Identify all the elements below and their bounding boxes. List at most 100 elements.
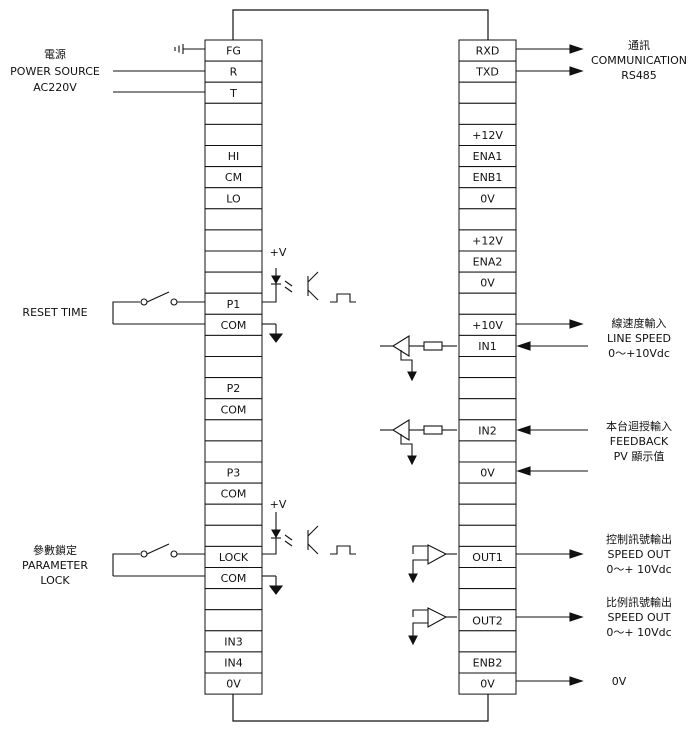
terminal-cell: IN1 — [458, 334, 517, 357]
terminal-label: P2 — [227, 382, 241, 395]
terminal-cell: ENA1 — [458, 145, 517, 168]
svg-text:電源: 電源 — [44, 47, 66, 61]
terminal-cell: IN4 — [204, 651, 263, 674]
terminal-cell: ENA2 — [458, 250, 517, 273]
svg-text:PARAMETER: PARAMETER — [22, 559, 88, 572]
terminal-label: IN2 — [478, 424, 496, 437]
terminal-cell — [204, 334, 263, 357]
svg-text:POWER SOURCE: POWER SOURCE — [10, 65, 100, 78]
svg-text:SPEED OUT: SPEED OUT — [608, 548, 671, 561]
terminal-cell: COM — [204, 313, 263, 336]
terminal-cell — [458, 208, 517, 231]
terminal-box — [204, 271, 263, 294]
terminal-box — [204, 503, 263, 526]
terminal-cell — [204, 250, 263, 273]
terminal-cell: COM — [204, 482, 263, 505]
terminal-cell — [458, 440, 517, 463]
terminal-cell — [458, 377, 517, 400]
svg-text:RS485: RS485 — [621, 69, 657, 82]
terminal-box — [458, 524, 517, 547]
terminal-box — [458, 208, 517, 231]
terminal-cell — [204, 588, 263, 611]
terminal-cell: IN3 — [204, 630, 263, 653]
terminal-label: 0V — [480, 277, 495, 290]
terminal-label: ENA1 — [473, 150, 503, 163]
terminal-cell: P1 — [204, 292, 263, 315]
terminal-cell: CM — [204, 166, 263, 189]
terminal-box — [458, 588, 517, 611]
fg-ground-wiring — [174, 44, 205, 54]
terminal-box — [458, 482, 517, 505]
terminal-cell: 0V — [458, 187, 517, 210]
svg-text:通訊: 通訊 — [628, 38, 650, 52]
terminal-box — [458, 503, 517, 526]
terminal-cell — [458, 292, 517, 315]
right-terminal-strip: RXDTXD+12VENA1ENB10V+12VENA20V+10VIN1IN2… — [458, 39, 517, 695]
terminal-label: FG — [226, 45, 241, 58]
terminal-box — [204, 356, 263, 379]
terminal-label: ENB1 — [473, 171, 503, 184]
terminal-label: IN3 — [224, 635, 242, 648]
svg-text:0～+ 10Vdc: 0～+ 10Vdc — [606, 563, 671, 576]
terminal-cell: OUT1 — [458, 545, 517, 569]
terminal-label: ENB2 — [473, 657, 503, 670]
enclosure-frame — [232, 9, 489, 722]
terminal-label: CM — [225, 171, 242, 184]
terminal-box — [204, 208, 263, 231]
terminal-label: T — [229, 87, 237, 100]
supply-label-1: +V — [270, 246, 287, 259]
speed-out2-label: 比例訊號輸出 SPEED OUT 0～+ 10Vdc — [606, 595, 672, 639]
feedback-label: 本台迴授輸入 FEEDBACK PV 顯示值 — [606, 419, 672, 463]
power-source-wiring — [113, 70, 205, 93]
terminal-cell: P3 — [204, 461, 263, 484]
svg-text:LOCK: LOCK — [40, 574, 70, 587]
terminal-cell: OUT2 — [458, 609, 517, 632]
terminal-label: LOCK — [219, 551, 249, 564]
terminal-label: P1 — [227, 298, 241, 311]
svg-text:PV 顯示值: PV 顯示值 — [614, 450, 665, 463]
terminal-cell: +12V — [458, 229, 517, 252]
terminal-cell: R — [204, 60, 263, 83]
line-speed-label: 線速度輸入 LINE SPEED 0～+10Vdc — [607, 316, 671, 360]
feedback-wiring — [380, 419, 588, 476]
svg-text:COMMUNICATION: COMMUNICATION — [591, 54, 687, 67]
svg-text:本台迴授輸入: 本台迴授輸入 — [606, 419, 672, 433]
out2-wiring — [408, 607, 584, 646]
terminal-cell: +10V — [458, 313, 517, 336]
out1-wiring — [408, 544, 584, 584]
terminal-label: TXD — [475, 66, 499, 79]
terminal-cell: T — [204, 81, 263, 104]
terminal-cell: LOCK — [204, 545, 263, 569]
terminal-cell — [458, 102, 517, 125]
terminal-cell — [204, 609, 263, 632]
terminal-label: 0V — [480, 192, 495, 205]
svg-text:控制訊號輸出: 控制訊號輸出 — [606, 532, 672, 546]
reset-time-label: RESET TIME — [22, 306, 87, 319]
terminal-box — [458, 102, 517, 125]
terminal-label: COM — [221, 572, 247, 585]
terminal-cell — [458, 482, 517, 505]
reset-time-switch — [112, 291, 205, 325]
terminal-label: COM — [221, 403, 247, 416]
terminal-cell — [204, 102, 263, 125]
terminal-box — [204, 609, 263, 632]
terminal-box — [204, 419, 263, 442]
terminal-cell — [458, 588, 517, 611]
terminal-cell — [204, 229, 263, 252]
terminal-label: OUT1 — [472, 551, 502, 564]
terminal-cell — [204, 356, 263, 379]
terminal-cell: ENB1 — [458, 166, 517, 189]
terminal-box — [204, 334, 263, 357]
terminal-cell: HI — [204, 145, 263, 168]
supply-label-2: +V — [270, 498, 287, 511]
communication-label: 通訊 COMMUNICATION RS485 — [591, 38, 687, 82]
terminal-label: RXD — [476, 45, 500, 58]
terminal-cell — [204, 208, 263, 231]
terminal-label: IN1 — [478, 340, 496, 353]
terminal-box — [458, 567, 517, 590]
terminal-cell — [458, 630, 517, 653]
terminal-label: 0V — [480, 678, 495, 691]
terminal-box — [458, 377, 517, 400]
